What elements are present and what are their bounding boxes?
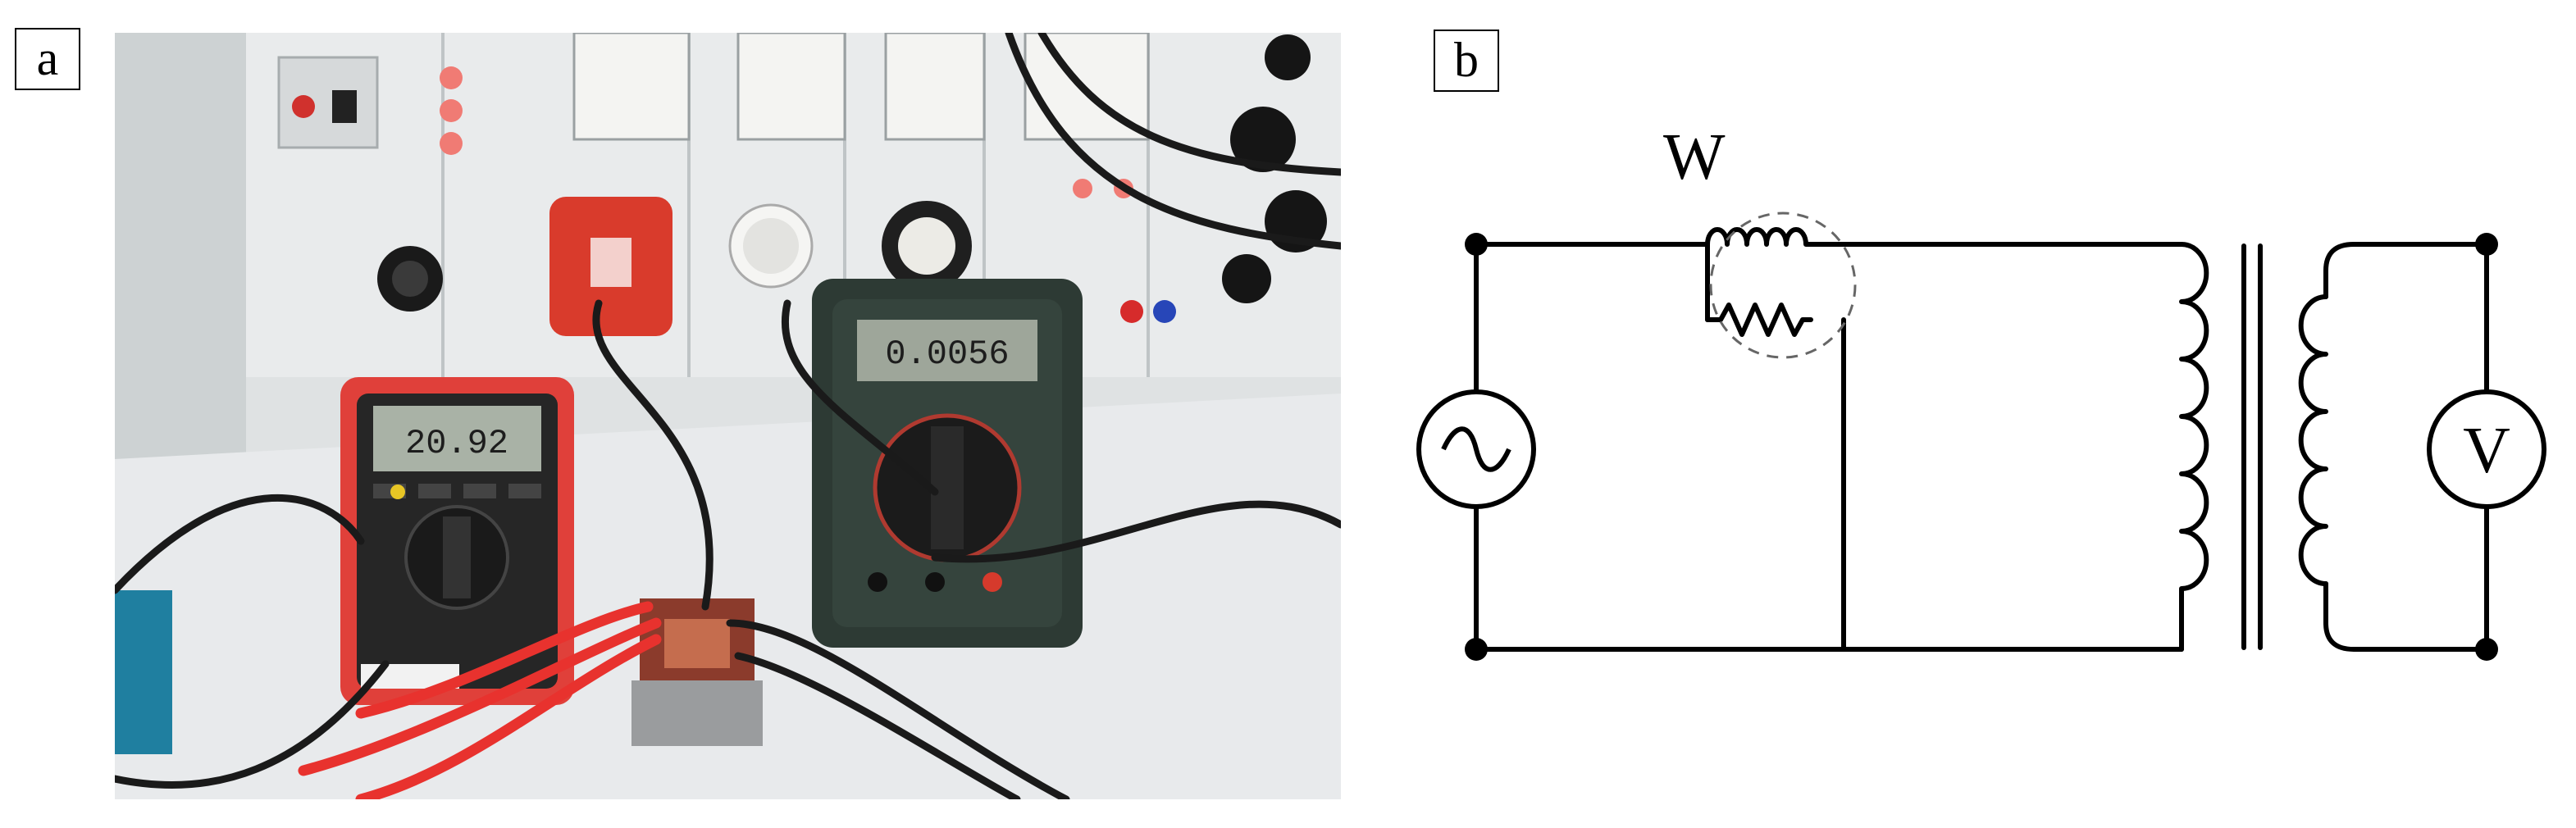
primary-winding — [2179, 242, 2209, 594]
wattmeter-boundary — [1709, 212, 1857, 359]
wattmeter-label: W — [1663, 121, 1726, 193]
ac-source-symbol — [1416, 389, 1536, 509]
circuit-schematic: V W — [1416, 121, 2546, 661]
left-meter-display: 20.92 — [405, 424, 508, 463]
right-meter-display: 0.0056 — [885, 334, 1009, 374]
green-multimeter: 0.0056 — [812, 279, 1083, 648]
voltmeter-symbol: V — [2427, 389, 2546, 509]
wattmeter-current-coil — [1705, 227, 1826, 247]
terminal-dots — [1465, 233, 2498, 661]
panel-label-b: b — [1434, 30, 1499, 92]
secondary-winding — [2298, 294, 2328, 586]
panel-label-a: a — [15, 28, 80, 90]
voltmeter-label: V — [2463, 415, 2510, 487]
lab-setup-photo: 20.92 0.0056 — [115, 33, 1341, 799]
transformer-under-test — [631, 598, 763, 746]
wattmeter-voltage-coil — [1705, 303, 1813, 337]
red-multimeter: 20.92 — [340, 377, 574, 705]
